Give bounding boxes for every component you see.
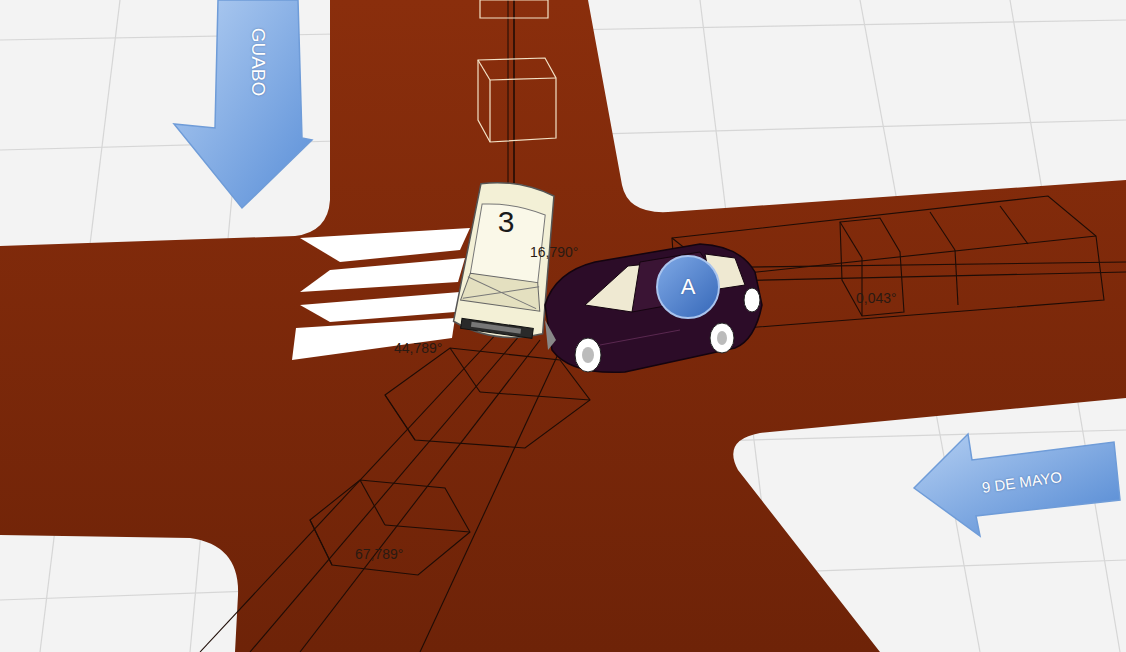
trajectory-wireframe: [478, 0, 556, 190]
angle-label: 44,789°: [394, 340, 442, 356]
node-shape: [170, 0, 315, 210]
trajectory-wireframe: [200, 330, 590, 652]
angle-label: 16,790°: [530, 244, 578, 260]
trajectory-wireframe: [672, 196, 1126, 330]
vehicle-a: [545, 244, 762, 372]
zebra-crossing: [292, 228, 470, 360]
vehicle-number: 3: [498, 207, 515, 237]
vehicle-letter: A: [681, 276, 696, 298]
street-arrow: 9 DE MAYO: [910, 428, 1122, 540]
street-name: GUABO: [249, 28, 268, 97]
node-shape: [440, 178, 572, 350]
vehicle-node: 3: [440, 178, 572, 350]
angle-label: 67,789°: [355, 546, 403, 562]
vehicle-marker: A: [655, 254, 721, 320]
angle-label: 0,043°: [856, 290, 897, 306]
street-arrow: GUABO: [170, 0, 315, 210]
